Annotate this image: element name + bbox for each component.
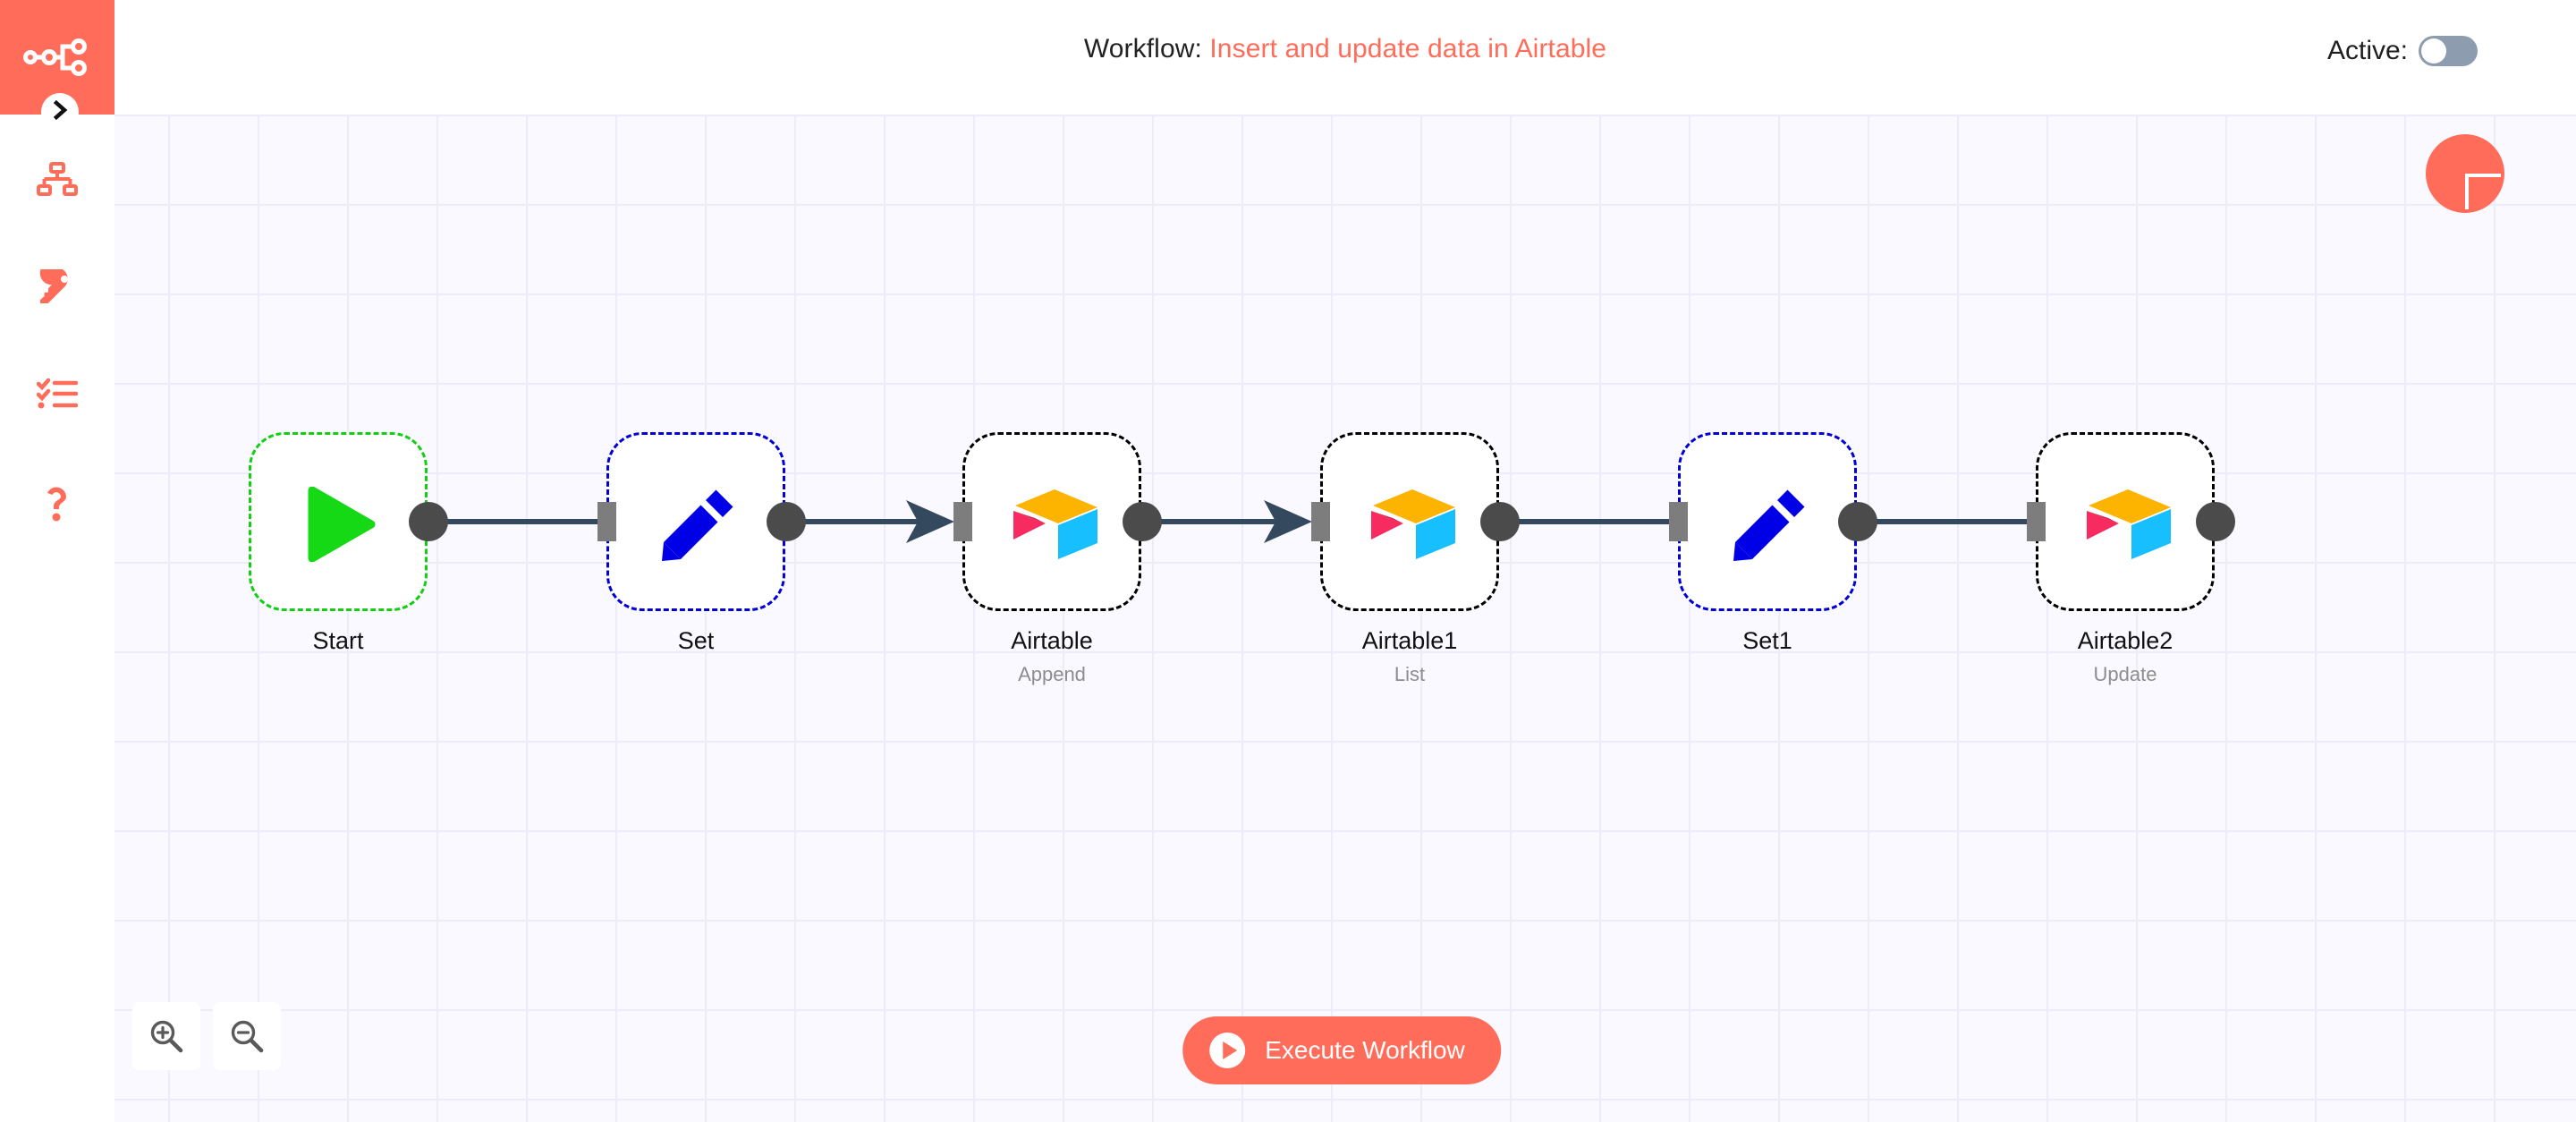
page-title: Workflow: Insert and update data in Airt… (114, 34, 2576, 64)
node-title: Set1 (1742, 627, 1792, 654)
sidebar (0, 0, 114, 1122)
node-input-endpoint[interactable] (1669, 502, 1688, 541)
node-body[interactable] (2036, 432, 2215, 611)
pencil-icon (609, 435, 788, 614)
active-toggle-group: Active: (2327, 36, 2478, 66)
node-title: Start (312, 627, 364, 654)
pencil-icon (1681, 435, 1860, 614)
node-title: Airtable2 (2077, 627, 2174, 654)
airtable-icon (2038, 435, 2217, 614)
add-node-button[interactable] (2426, 134, 2504, 213)
sidebar-expand-button[interactable] (41, 93, 79, 131)
node-input-endpoint[interactable] (953, 502, 972, 541)
node-title: Airtable (1011, 627, 1093, 654)
node-input-endpoint[interactable] (597, 502, 616, 541)
node-output-endpoint[interactable] (2196, 502, 2235, 541)
active-toggle[interactable] (2419, 36, 2478, 66)
workflow-node-airtable1[interactable]: Airtable1 List (1311, 432, 1520, 685)
active-label: Active: (2326, 36, 2408, 65)
workflow-title-prefix: Workflow: (1083, 34, 1202, 64)
zoom-in-button[interactable] (132, 1002, 200, 1070)
node-input-endpoint[interactable] (2027, 502, 2046, 541)
execute-workflow-label: Execute Workflow (1265, 1036, 1465, 1064)
airtable-icon (1323, 435, 1502, 614)
workflow-name[interactable]: Insert and update data in Airtable (1209, 34, 1607, 64)
execute-workflow-button[interactable]: Execute Workflow (1182, 1016, 1501, 1084)
workflow-node-set[interactable]: Set (597, 432, 806, 654)
play-triangle-icon (251, 435, 430, 614)
play-circle-icon (1209, 1033, 1246, 1068)
header: Workflow: Insert and update data in Airt… (114, 0, 2576, 115)
node-output-endpoint[interactable] (409, 502, 448, 541)
node-body[interactable] (606, 432, 785, 611)
node-subtitle: List (1394, 663, 1426, 685)
workflow-canvas[interactable]: Start Set (114, 115, 2576, 1122)
node-output-endpoint[interactable] (767, 502, 806, 541)
key-icon (38, 269, 77, 305)
airtable-icon (965, 435, 1144, 614)
sidebar-item-workflows[interactable] (0, 141, 114, 218)
zoom-out-button[interactable] (213, 1002, 281, 1070)
node-body[interactable] (962, 432, 1141, 611)
node-subtitle: Update (2093, 663, 2157, 685)
node-title: Set (677, 627, 715, 654)
checklist-icon (37, 378, 78, 412)
n8n-logo-icon (23, 37, 91, 78)
node-subtitle: Append (1018, 663, 1086, 685)
node-output-endpoint[interactable] (1838, 502, 1877, 541)
sidebar-item-executions[interactable] (0, 356, 114, 433)
node-body[interactable] (1678, 432, 1857, 611)
node-input-endpoint[interactable] (1311, 502, 1330, 541)
connection-layer (447, 500, 2027, 543)
node-body[interactable] (249, 432, 428, 611)
active-toggle-knob (2421, 38, 2446, 64)
node-output-endpoint[interactable] (1480, 502, 1520, 541)
zoom-in-icon (148, 1018, 184, 1054)
sidebar-item-credentials[interactable] (0, 249, 114, 326)
workflow-node-start[interactable]: Start (249, 432, 448, 654)
workflow-node-airtable2[interactable]: Airtable2 Update (2027, 432, 2235, 685)
node-title: Airtable1 (1361, 627, 1458, 654)
question-mark-icon (44, 482, 71, 522)
node-output-endpoint[interactable] (1123, 502, 1162, 541)
sitemap-icon (37, 162, 78, 198)
node-body[interactable] (1320, 432, 1499, 611)
sidebar-item-help[interactable] (0, 463, 114, 540)
workflow-node-airtable[interactable]: Airtable Append (953, 432, 1162, 685)
workflow-node-set1[interactable]: Set1 (1669, 432, 1877, 654)
chevron-right-icon (53, 99, 68, 124)
zoom-out-icon (229, 1018, 265, 1054)
zoom-controls (132, 1002, 281, 1070)
